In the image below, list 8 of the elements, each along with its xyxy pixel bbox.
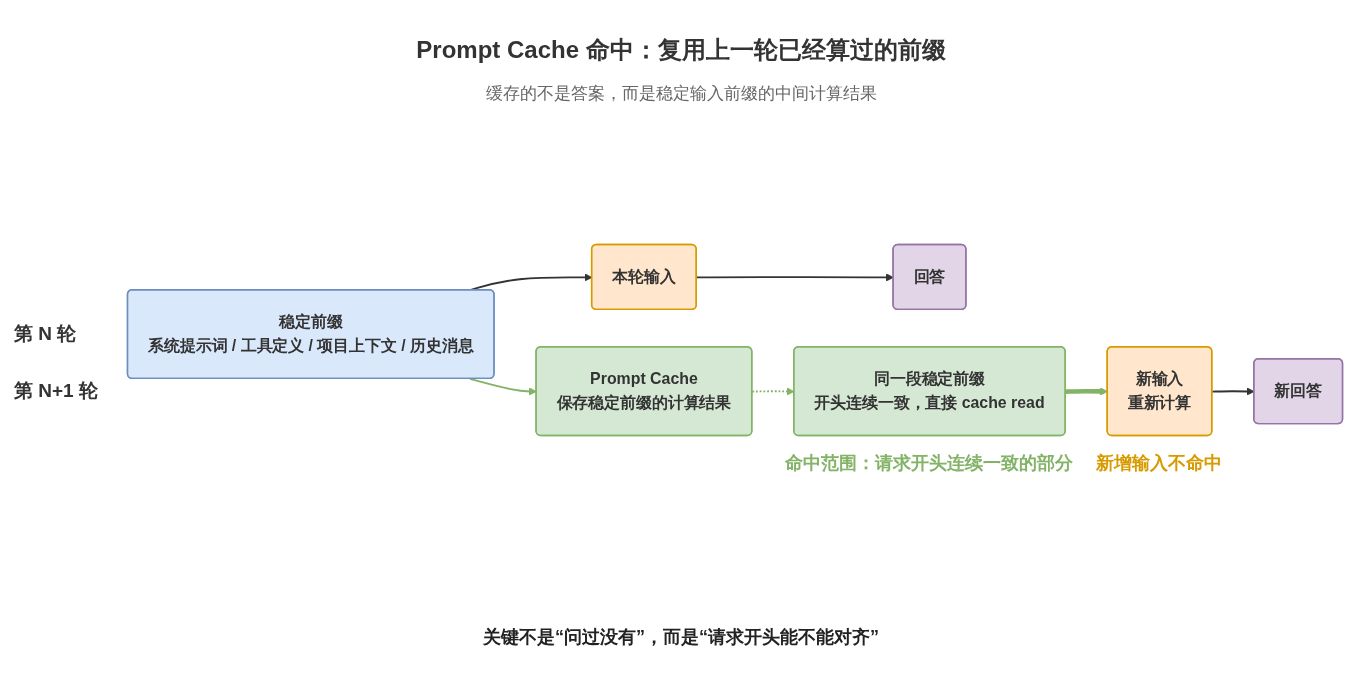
hit-range-note: 命中范围：请求开头连续一致的部分 [785, 452, 1074, 476]
row-label: 第 N+1 轮 [14, 379, 98, 404]
diagram-title: Prompt Cache 命中：复用上一轮已经算过的前缀 [416, 35, 946, 65]
miss-note: 新增输入不命中 [1096, 452, 1223, 476]
arrow [469, 377, 537, 396]
subtitle: 缓存的不是答案，而是稳定输入前缀的中间计算结果 [485, 83, 877, 105]
row-label: 第 N 轮 [14, 322, 77, 347]
footnote: 关键不是“问过没有”，而是“请求开头能不能对齐” [483, 626, 879, 649]
